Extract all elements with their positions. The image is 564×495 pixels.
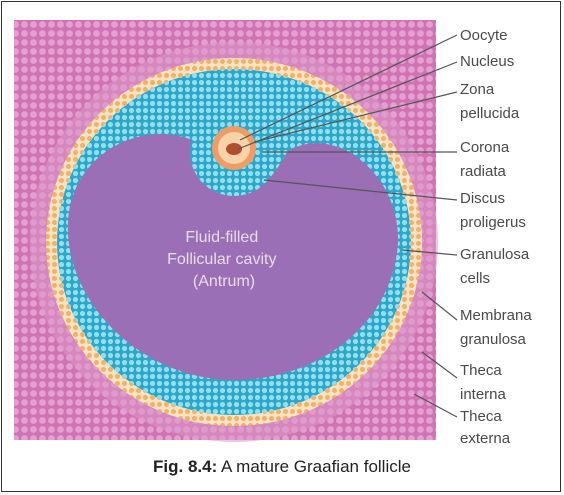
- label-nucleus: Nucleus: [460, 53, 514, 70]
- label-theca-interna: Theca interna: [460, 362, 507, 403]
- cavity-line-2: Follicular cavity: [167, 251, 276, 268]
- label-zona-pellucida: Zona pellucida: [460, 81, 520, 122]
- cavity-line-3: (Antrum): [193, 273, 255, 290]
- cavity-line-1: Fluid-filled: [185, 229, 258, 246]
- figure-number: Fig. 8.4:: [153, 457, 217, 476]
- label-membrana-granulosa: Membrana granulosa: [460, 307, 536, 348]
- figure-title: A mature Graafian follicle: [217, 457, 411, 476]
- label-oocyte: Oocyte: [460, 27, 508, 44]
- label-discus-proligerus: Discus proligerus: [460, 190, 526, 231]
- graafian-follicle-diagram: Fluid-filled Follicular cavity (Antrum) …: [2, 2, 562, 447]
- label-corona-radiata: Corona radiata: [460, 139, 513, 180]
- label-granulosa-cells: Granulosa cells: [460, 246, 533, 287]
- label-theca-externa: Theca externa: [460, 408, 511, 447]
- figure-caption: Fig. 8.4: A mature Graafian follicle: [0, 457, 564, 477]
